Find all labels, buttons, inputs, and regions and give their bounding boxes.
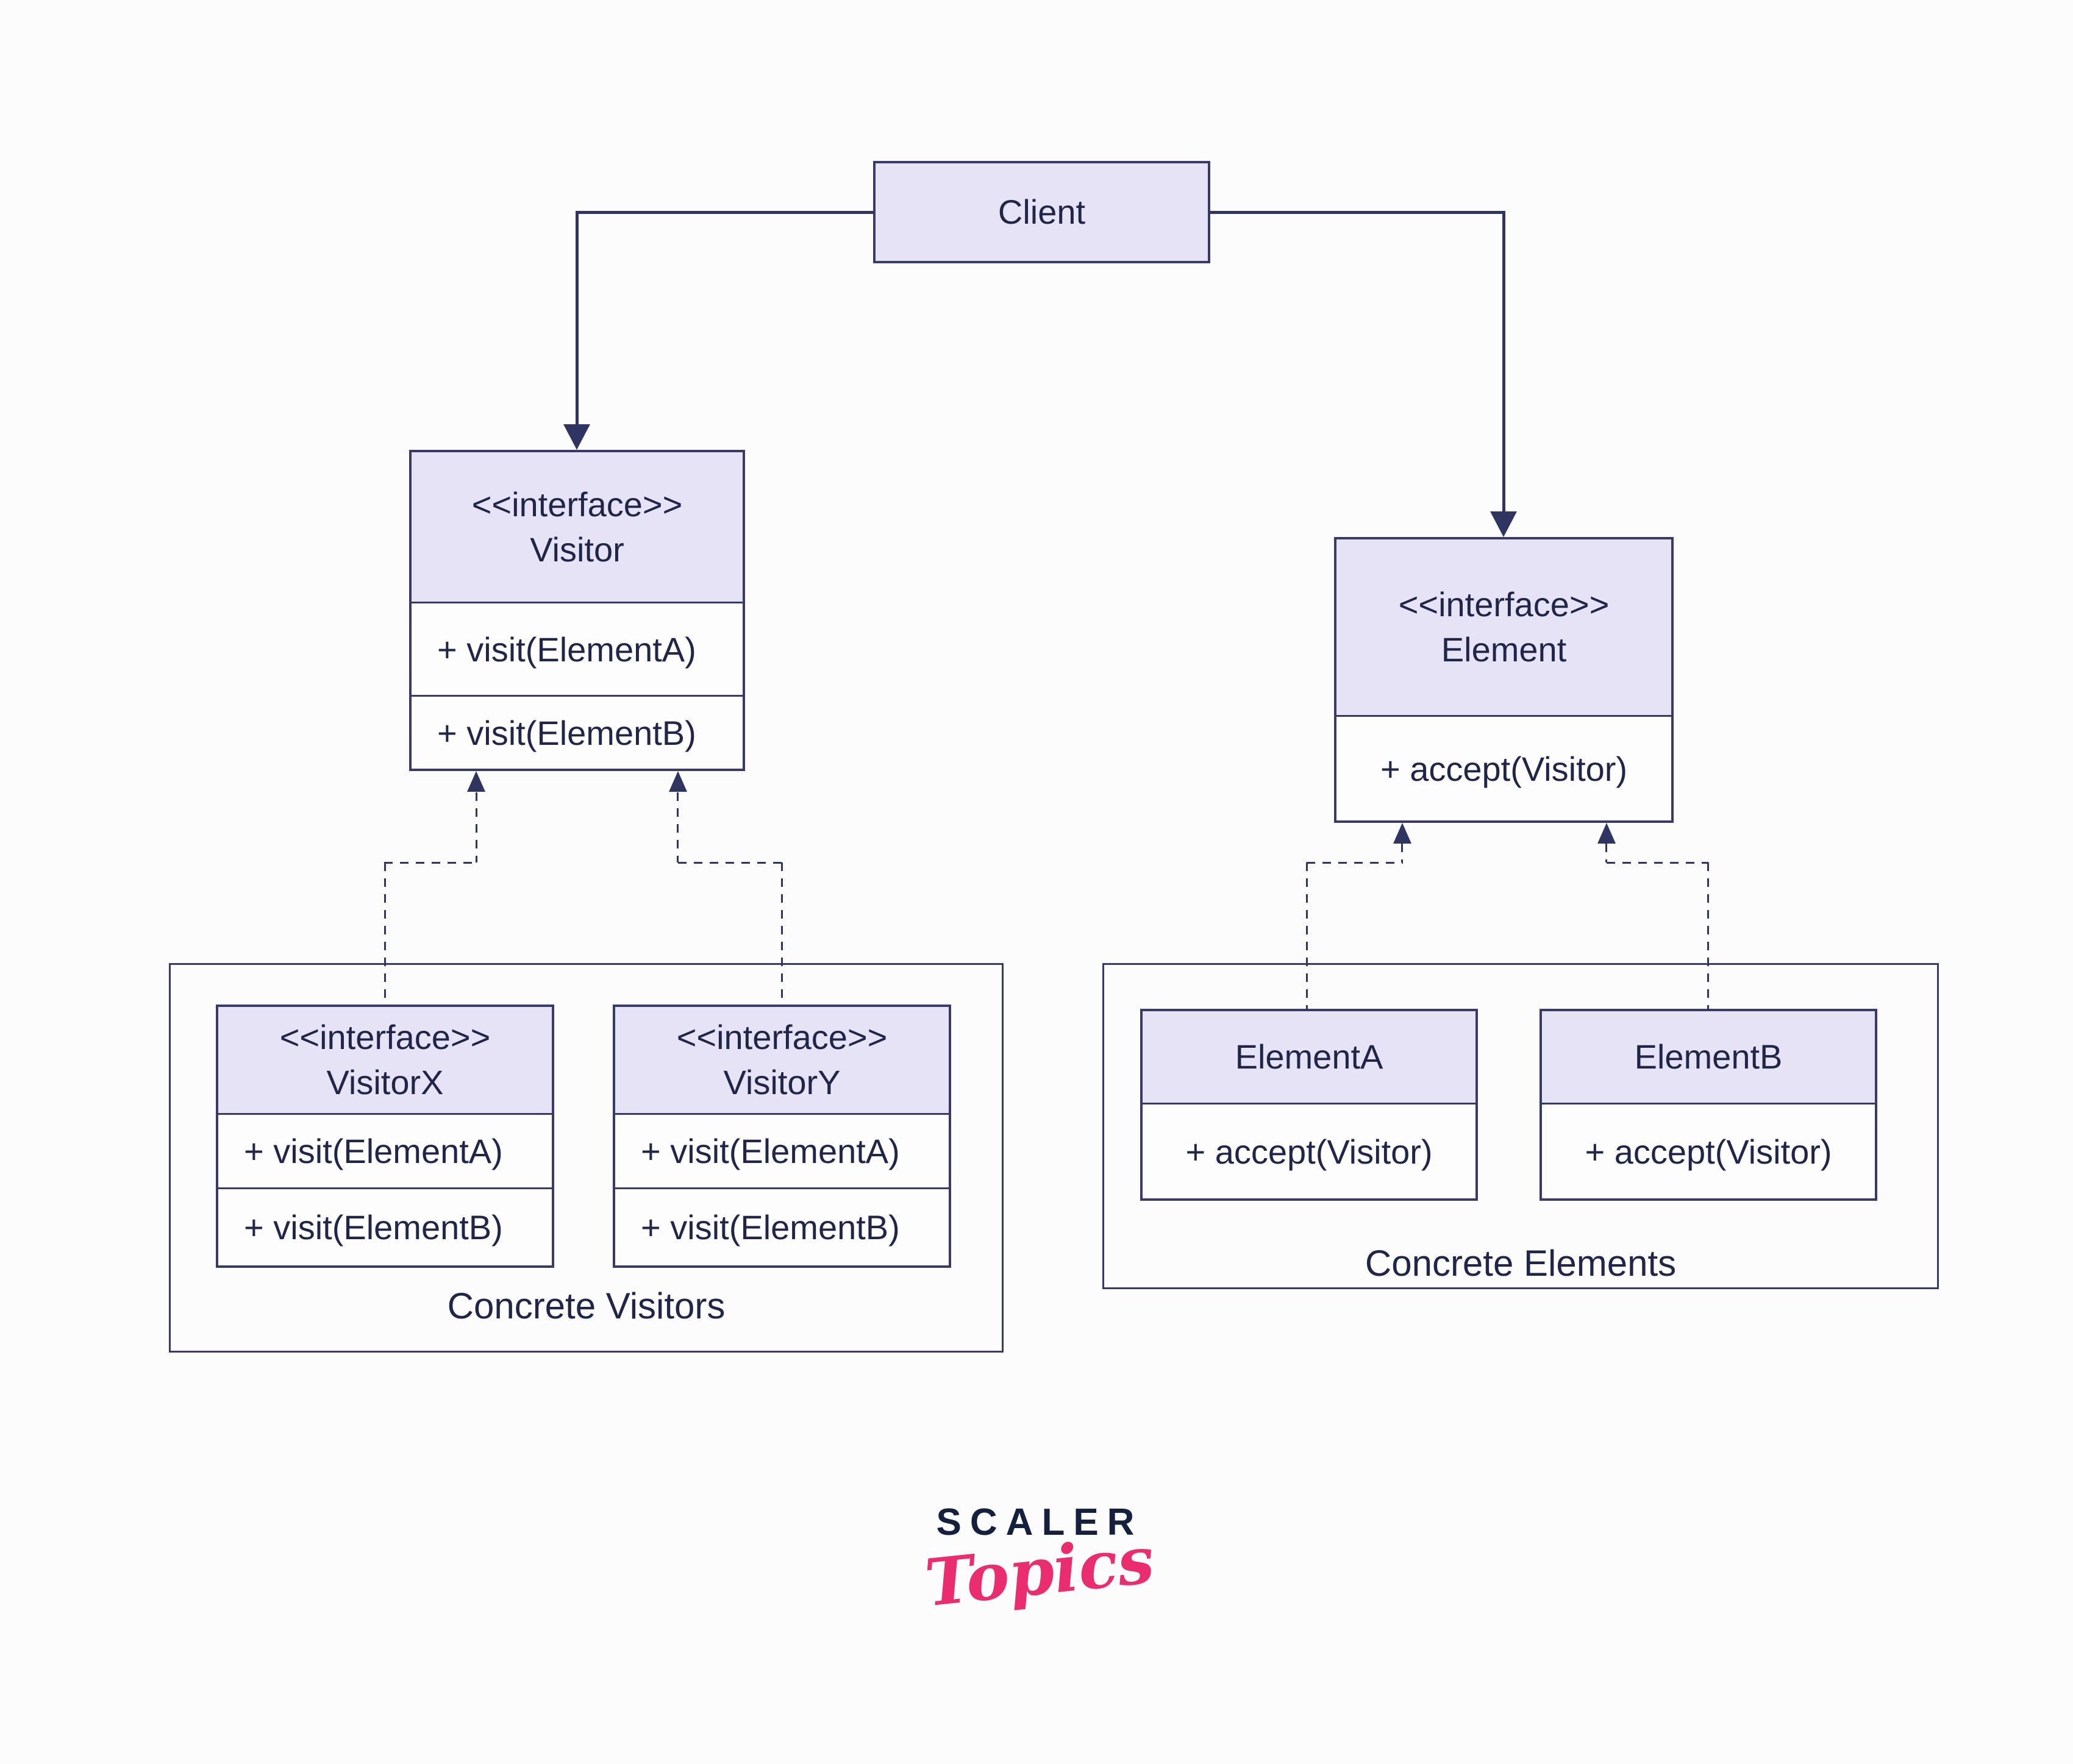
visitorx-method-visit-elementa: + visit(ElementA)	[218, 1113, 552, 1187]
realization-visitory-stem	[781, 862, 783, 1006]
realization-elementb-jog	[1607, 862, 1708, 864]
element-class-name: Element	[1441, 630, 1567, 669]
elementa-method-accept-visitor: + accept(Visitor)	[1143, 1103, 1475, 1198]
arrowhead-down-visitor-icon	[563, 424, 590, 450]
elementa-header: ElementA	[1143, 1011, 1475, 1103]
class-box-visitorx: <<interface>> VisitorX + visit(ElementA)…	[216, 1005, 554, 1268]
scaler-logo-text: SCALER	[936, 1501, 1143, 1543]
element-stereotype: <<interface>>	[1398, 585, 1610, 624]
visitory-stereotype: <<interface>>	[676, 1018, 888, 1056]
group-concrete-visitors	[169, 963, 1004, 1353]
visitor-header: <<interface>> Visitor	[412, 452, 743, 602]
class-box-elementb: ElementB + accept(Visitor)	[1540, 1009, 1877, 1201]
realization-elementb-rise	[1605, 844, 1607, 862]
group-concrete-elements	[1102, 963, 1939, 1289]
realization-elementa-jog	[1307, 862, 1403, 864]
realization-elementb-stem	[1707, 862, 1709, 1010]
realization-elementa-stem	[1306, 862, 1308, 1010]
visitor-method-visit-elementa: + visit(ElementA)	[412, 602, 743, 695]
visitory-method-visit-elementb: + visit(ElementB)	[615, 1187, 949, 1265]
association-client-visitor-horizontal	[577, 211, 874, 214]
association-client-visitor-vertical	[576, 211, 579, 425]
arrowhead-up-elementa-icon	[1393, 823, 1411, 844]
class-box-visitor-interface: <<interface>> Visitor + visit(ElementA) …	[409, 450, 745, 771]
association-client-element-vertical	[1502, 211, 1505, 513]
realization-elementa-rise	[1401, 844, 1403, 862]
class-box-elementa: ElementA + accept(Visitor)	[1140, 1009, 1478, 1201]
elementb-method-accept-visitor: + accept(Visitor)	[1542, 1103, 1875, 1198]
visitory-method-visit-elementa: + visit(ElementA)	[615, 1113, 949, 1187]
visitory-class-name: VisitorY	[723, 1063, 841, 1101]
realization-visitory-rise	[677, 792, 679, 862]
visitorx-method-visit-elementb: + visit(ElementB)	[218, 1187, 552, 1265]
arrowhead-down-element-icon	[1490, 511, 1517, 537]
caption-concrete-visitors: Concrete Visitors	[447, 1286, 726, 1326]
client-header: Client	[876, 163, 1208, 261]
realization-visitorx-stem	[384, 862, 386, 1006]
class-box-element-interface: <<interface>> Element + accept(Visitor)	[1334, 537, 1674, 823]
visitor-stereotype: <<interface>>	[471, 485, 683, 524]
elementa-class-name: ElementA	[1235, 1037, 1383, 1076]
visitor-method-visit-elementb: + visit(ElementB)	[412, 695, 743, 769]
visitorx-stereotype: <<interface>>	[279, 1018, 491, 1056]
association-client-element-horizontal	[1210, 211, 1504, 214]
elementb-class-name: ElementB	[1634, 1037, 1783, 1076]
element-method-accept-visitor: + accept(Visitor)	[1336, 715, 1671, 820]
class-box-visitory: <<interface>> VisitorY + visit(ElementA)…	[613, 1005, 951, 1268]
element-header: <<interface>> Element	[1336, 539, 1671, 715]
client-label: Client	[997, 193, 1086, 231]
arrowhead-up-elementb-icon	[1597, 823, 1616, 844]
realization-visitorx-jog	[384, 862, 477, 864]
arrowhead-up-visitory-icon	[669, 771, 687, 792]
elementb-header: ElementB	[1542, 1011, 1875, 1103]
realization-visitory-jog	[678, 862, 782, 864]
visitory-header: <<interface>> VisitorY	[615, 1007, 949, 1113]
visitorx-class-name: VisitorX	[326, 1063, 444, 1101]
arrowhead-up-visitorx-icon	[467, 771, 485, 792]
realization-visitorx-rise	[476, 792, 477, 862]
visitor-class-name: Visitor	[530, 530, 624, 569]
caption-concrete-elements: Concrete Elements	[1365, 1243, 1677, 1284]
visitorx-header: <<interface>> VisitorX	[218, 1007, 552, 1113]
class-box-client: Client	[873, 161, 1210, 263]
